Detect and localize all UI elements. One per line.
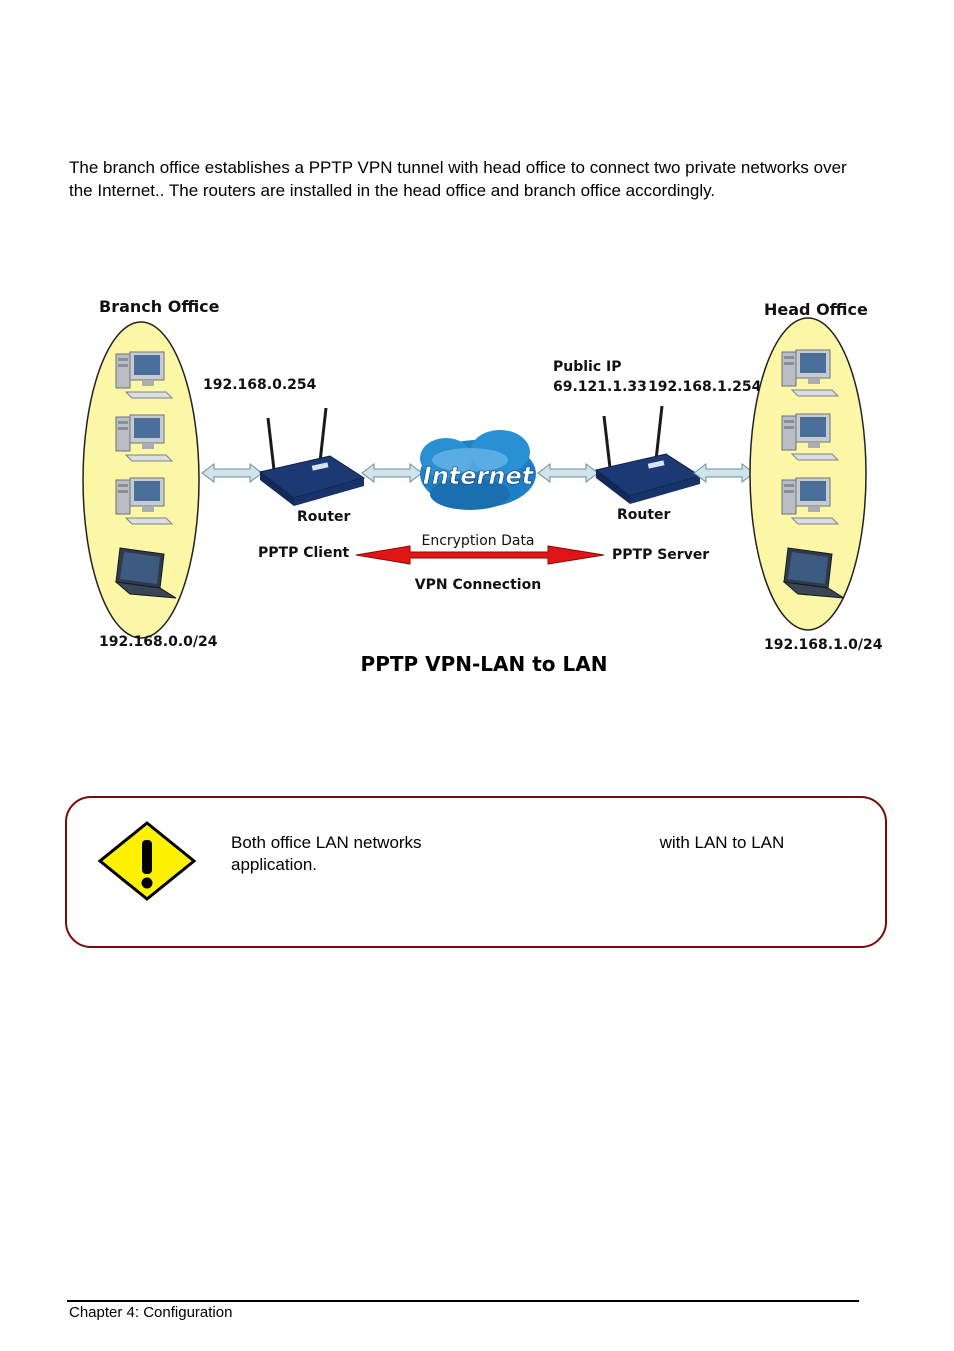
branch-router-icon (258, 406, 366, 508)
note-text-end: with LAN to LAN (659, 833, 785, 852)
head-office-title: Head Office (764, 300, 868, 319)
pptp-server-label: PPTP Server (612, 547, 709, 563)
note-text-line2: application. (231, 855, 318, 874)
head-public-ip: 69.121.1.33 (553, 379, 647, 395)
diagram-caption: PPTP VPN-LAN to LAN (361, 652, 608, 676)
internet-label: Internet (423, 462, 535, 490)
vpn-connection-label: VPN Connection (415, 577, 541, 593)
head-lan-link (693, 463, 755, 483)
head-wan-link (537, 463, 599, 483)
head-router-ip: 192.168.1.254 (648, 379, 762, 395)
branch-lan-link (201, 463, 263, 483)
footer-rule (67, 1300, 859, 1302)
pptp-client-label: PPTP Client (258, 545, 350, 561)
footer-chapter: Chapter 4: Configuration (69, 1304, 233, 1321)
branch-router-label: Router (297, 509, 351, 525)
head-router-label: Router (617, 507, 671, 523)
internet-cloud-icon (420, 430, 536, 510)
warning-exclamation-icon (97, 821, 197, 901)
note-text-start: Both office LAN networks (231, 833, 422, 852)
head-public-ip-label: Public IP (553, 359, 622, 375)
branch-wan-link (361, 463, 423, 483)
branch-office-title: Branch Office (99, 297, 220, 316)
head-router-icon (594, 404, 702, 506)
branch-subnet: 192.168.0.0/24 (99, 634, 218, 650)
head-subnet: 192.168.1.0/24 (764, 637, 883, 653)
pptp-lan-to-lan-diagram: Branch Office 192.168.0.0/24 192.168.0.2… (82, 297, 883, 676)
encryption-data-label: Encryption Data (421, 533, 534, 549)
encryption-arrow (355, 545, 605, 565)
branch-router-ip: 192.168.0.254 (203, 377, 317, 393)
intro-paragraph: The branch office establishes a PPTP VPN… (69, 158, 847, 200)
